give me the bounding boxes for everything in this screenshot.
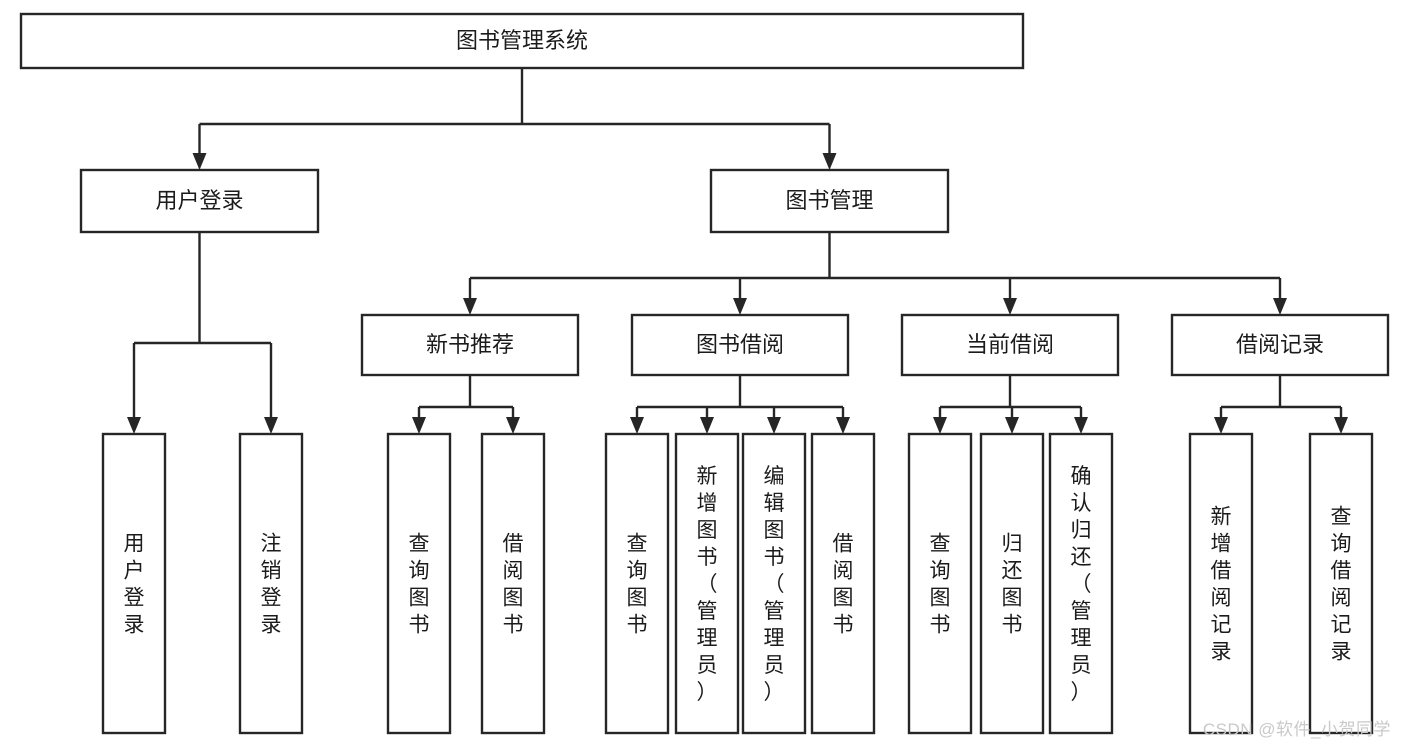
node-leaf-borrow-books-recommend[interactable]: 借阅图书 (480, 432, 546, 735)
node-label: 注销登录 (261, 533, 282, 637)
arrow-head-icon (412, 417, 426, 434)
arrow-head-icon (933, 417, 947, 434)
arrow-head-icon (1003, 298, 1017, 315)
arrow-head-icon (506, 417, 520, 434)
node-box (1170, 313, 1390, 377)
edge-group-book-management (463, 232, 1287, 315)
csdn-watermark: CSDN @软件_小贺同学 (1202, 720, 1391, 739)
node-label: 借阅图书 (503, 533, 524, 637)
node-box (604, 432, 670, 735)
arrow-head-icon (1074, 417, 1088, 434)
node-leaf-user-logout[interactable]: 注销登录 (238, 432, 304, 735)
node-label: 编辑图书（管理员） (764, 465, 785, 704)
node-label: 查询借阅记录 (1331, 506, 1352, 664)
node-box (907, 432, 973, 735)
node-label: 用户登录 (124, 533, 145, 637)
node-book-borrow[interactable]: 图书借阅 (630, 313, 850, 377)
arrow-head-icon (264, 417, 278, 434)
node-leaf-query-books-current[interactable]: 查询图书 (907, 432, 973, 735)
node-box (900, 313, 1120, 377)
node-leaf-confirm-return-admin[interactable]: 确认归还（管理员） (1048, 432, 1114, 735)
node-layer: 图书管理系统用户登录图书管理新书推荐图书借阅当前借阅借阅记录用户登录注销登录查询… (19, 12, 1390, 735)
arrow-head-icon (700, 417, 714, 434)
node-leaf-query-books-recommend[interactable]: 查询图书 (386, 432, 452, 735)
node-label: 新书推荐 (426, 332, 514, 357)
edge-group-new-book-recommend (412, 375, 520, 434)
node-label: 借阅记录 (1236, 332, 1324, 357)
node-box (79, 168, 320, 234)
arrow-head-icon (1005, 417, 1019, 434)
node-label: 借阅图书 (833, 533, 854, 637)
node-box (709, 168, 950, 234)
node-label: 当前借阅 (966, 332, 1054, 357)
arrow-head-icon (463, 298, 477, 315)
node-box (810, 432, 876, 735)
arrow-head-icon (630, 417, 644, 434)
arrow-head-icon (836, 417, 850, 434)
node-label: 确认归还（管理员） (1071, 465, 1092, 704)
node-box (386, 432, 452, 735)
node-current-borrow[interactable]: 当前借阅 (900, 313, 1120, 377)
node-leaf-add-book-admin[interactable]: 新增图书（管理员） (674, 432, 740, 735)
node-box (480, 432, 546, 735)
edge-group-current-borrow (933, 375, 1088, 434)
node-leaf-edit-book-admin[interactable]: 编辑图书（管理员） (741, 432, 807, 735)
node-leaf-add-borrow-record[interactable]: 新增借阅记录 (1188, 432, 1254, 735)
node-book-management[interactable]: 图书管理 (709, 168, 950, 234)
arrow-head-icon (733, 298, 747, 315)
node-new-book-recommend[interactable]: 新书推荐 (360, 313, 580, 377)
arrow-head-icon (1273, 298, 1287, 315)
node-box (741, 432, 807, 735)
edge-group-root (192, 68, 837, 170)
node-box (101, 432, 167, 735)
node-borrow-record[interactable]: 借阅记录 (1170, 313, 1390, 377)
node-label: 查询图书 (409, 533, 430, 637)
connector-layer (127, 68, 1348, 434)
node-label: 查询图书 (930, 533, 951, 637)
edge-group-borrow-record (1214, 375, 1348, 434)
edge-group-book-borrow (630, 375, 850, 434)
node-box (1048, 432, 1114, 735)
node-box (979, 432, 1045, 735)
node-user-login[interactable]: 用户登录 (79, 168, 320, 234)
node-box (674, 432, 740, 735)
node-box (360, 313, 580, 377)
node-leaf-borrow-book[interactable]: 借阅图书 (810, 432, 876, 735)
node-leaf-query-borrow-record[interactable]: 查询借阅记录 (1308, 432, 1374, 735)
node-box (19, 12, 1025, 70)
node-label: 图书管理 (785, 188, 873, 213)
node-label: 用户登录 (155, 188, 243, 213)
node-leaf-return-book[interactable]: 归还图书 (979, 432, 1045, 735)
arrow-head-icon (1334, 417, 1348, 434)
arrow-head-icon (192, 153, 207, 170)
node-label: 查询图书 (627, 533, 648, 637)
arrow-head-icon (822, 153, 837, 170)
node-label: 图书借阅 (696, 332, 784, 357)
node-leaf-user-login[interactable]: 用户登录 (101, 432, 167, 735)
arrow-head-icon (127, 417, 141, 434)
node-leaf-query-books-borrow[interactable]: 查询图书 (604, 432, 670, 735)
node-box (630, 313, 850, 377)
node-box (238, 432, 304, 735)
node-label: 新增借阅记录 (1211, 506, 1232, 664)
edge-group-user-login (127, 232, 278, 434)
node-box (1308, 432, 1374, 735)
node-box (1188, 432, 1254, 735)
node-label: 图书管理系统 (456, 28, 588, 53)
node-root[interactable]: 图书管理系统 (19, 12, 1025, 70)
node-label: 新增图书（管理员） (697, 465, 718, 704)
arrow-head-icon (767, 417, 781, 434)
node-label: 归还图书 (1002, 533, 1023, 637)
arrow-head-icon (1214, 417, 1228, 434)
